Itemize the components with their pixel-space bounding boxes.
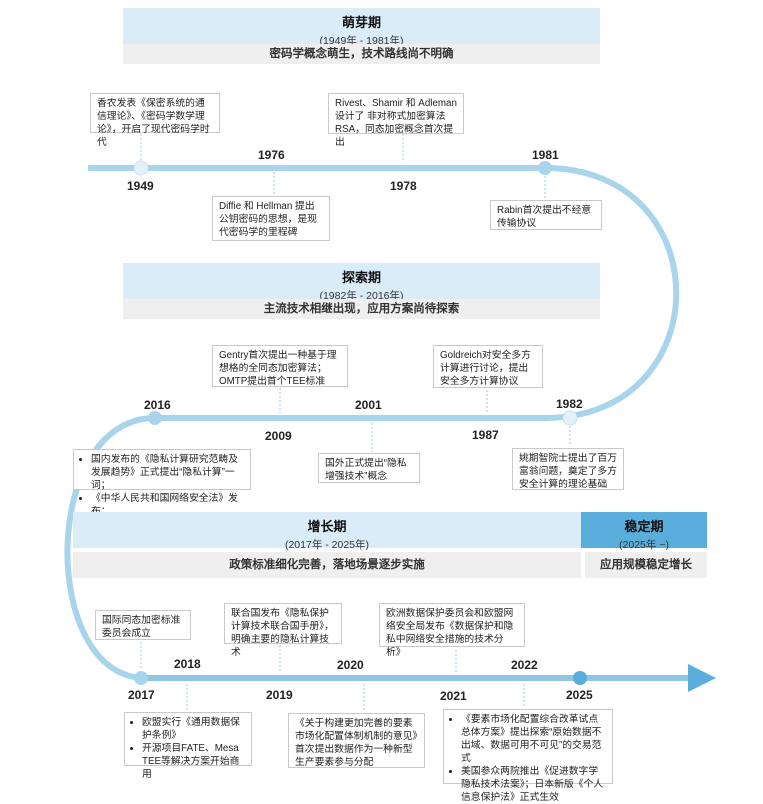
year-2018: 2018 xyxy=(174,657,201,671)
timeline-curve-left xyxy=(64,415,156,681)
event-1976: Diffie 和 Hellman 提出公钥密码的思想，是现代密码学的里程碑 xyxy=(212,196,330,241)
event-2009: Gentry首次提出一种基于理想格的全同态加密算法；OMTP提出首个TEE标准 xyxy=(212,345,348,387)
event-2001: 国外正式提出“隐私增强技术”概念 xyxy=(318,453,420,483)
node-2017 xyxy=(134,671,148,685)
year-2009: 2009 xyxy=(265,429,292,443)
event-1982: 姚期智院士提出了百万富翁问题，奠定了多方安全计算的理论基础 xyxy=(512,448,624,490)
period-1-title: 萌芽期 xyxy=(341,15,381,30)
event-1987: Goldreich对安全多方计算进行讨论，提出安全多方计算协议 xyxy=(433,345,543,388)
period-4-title: 稳定期 xyxy=(624,519,664,534)
event-2018-item-1: 欧盟实行《通用数据保护条例》 xyxy=(142,716,245,742)
event-1949: 香农发表《保密系统的通信理论》、《密码学数学理论》，开启了现代密码学时代 xyxy=(90,93,220,148)
period-3-title: 增长期 xyxy=(307,519,347,534)
period-2-summary: 主流技术相继出现，应用方案尚待探索 xyxy=(123,299,600,319)
year-2025: 2025 xyxy=(566,688,593,702)
event-2016: 国内发布的《隐私计算研究范畴及发展趋势》正式提出“隐私计算”一词； 《中华人民共… xyxy=(73,449,251,517)
timeline-curve-right xyxy=(544,165,680,421)
timeline-arrowhead xyxy=(688,664,716,692)
event-2022-item-1: 《要素市场化配置综合改革试点总体方案》提出探索“原始数据不出域、数据可用不可见”… xyxy=(461,713,606,765)
period-4-range: (2025年 ~) xyxy=(619,539,669,551)
event-1981: Rabin首次提出不经意传输协议 xyxy=(490,200,602,230)
event-2022: 《要素市场化配置综合改革试点总体方案》提出探索“原始数据不出域、数据可用不可见”… xyxy=(443,709,613,803)
period-4-summary: 应用规模稳定增长 xyxy=(585,552,707,578)
event-2018: 欧盟实行《通用数据保护条例》 开源项目FATE、Mesa TEE等解决方案开始商… xyxy=(124,712,252,780)
period-1-header: 萌芽期 (1949年 - 1981年) xyxy=(123,8,600,47)
year-1949: 1949 xyxy=(127,179,154,193)
node-1982 xyxy=(562,410,578,426)
event-2018-item-2: 开源项目FATE、Mesa TEE等解决方案开始商用 xyxy=(142,742,245,781)
year-1976: 1976 xyxy=(258,148,285,162)
year-2022: 2022 xyxy=(511,658,538,672)
year-2019: 2019 xyxy=(266,688,293,702)
period-2-title: 探索期 xyxy=(341,270,381,285)
node-2025 xyxy=(573,671,587,685)
node-1949 xyxy=(133,160,149,176)
year-1978: 1978 xyxy=(390,179,417,193)
period-3-summary: 政策标准细化完善，落地场景逐步实施 xyxy=(73,552,581,578)
event-1978: Rivest、Shamir 和 Adleman设计了 非对称式加密算法RSA，同… xyxy=(328,93,464,148)
year-2021: 2021 xyxy=(440,689,467,703)
period-3-header: 增长期 (2017年 - 2025年) xyxy=(73,512,581,551)
event-2020: 《关于构建更加完善的要素市场化配置体制机制的意见》首次提出数据作为一种新型生产要… xyxy=(288,713,425,768)
period-1-summary: 密码学概念萌生，技术路线尚不明确 xyxy=(123,44,600,64)
year-1981: 1981 xyxy=(532,148,559,162)
node-2016 xyxy=(148,411,162,425)
event-2019: 联合国发布《隐私保护计算技术联合国手册》，明确主要的隐私计算技术 xyxy=(224,603,342,658)
node-1981 xyxy=(538,161,552,175)
event-2017: 国际同态加密标准委员会成立 xyxy=(95,610,191,640)
event-2016-item-1: 国内发布的《隐私计算研究范畴及发展趋势》正式提出“隐私计算”一词； xyxy=(91,453,244,492)
year-2016: 2016 xyxy=(144,398,171,412)
event-2022-item-2: 美国参众两院推出《促进数字学隐私技术法案》；日本新版《个人信息保护法》正式生效 xyxy=(461,765,606,804)
event-2021: 欧洲数据保护委员会和欧盟网络安全局发布《数据保护和隐私中网络安全措施的技术分析》 xyxy=(379,603,525,658)
year-2017: 2017 xyxy=(128,688,155,702)
event-2016-item-2: 《中华人民共和国网络安全法》发布； xyxy=(91,492,244,518)
period-2-header: 探索期 (1982年 - 2016年) xyxy=(123,263,600,302)
year-2001: 2001 xyxy=(355,398,382,412)
period-4-header: 稳定期 (2025年 ~) xyxy=(581,512,707,551)
year-2020: 2020 xyxy=(337,658,364,672)
year-1987: 1987 xyxy=(472,428,499,442)
period-3-range: (2017年 - 2025年) xyxy=(284,539,370,551)
year-1982: 1982 xyxy=(556,397,583,411)
